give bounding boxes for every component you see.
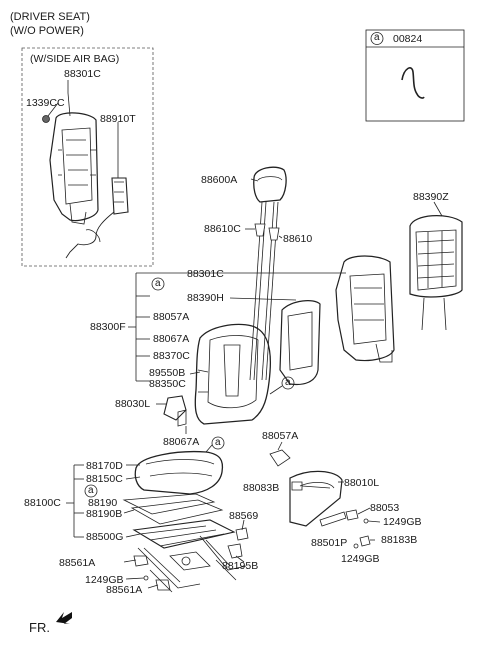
seat-cushion-cover: [134, 450, 224, 495]
part-label-88610C: 88610C: [204, 223, 241, 235]
part-label-88190: 88190: [88, 497, 118, 509]
header-line2: (W/O POWER): [10, 25, 84, 37]
part-label-88561A-left: 88561A: [59, 557, 96, 569]
part-label-1339CC: 1339CC: [26, 97, 65, 109]
seatback-board-88390Z: [409, 215, 463, 331]
headrest-guide-88610: [268, 227, 280, 241]
part-label-88370C: 88370C: [153, 350, 190, 362]
callout-a-back: [151, 277, 165, 291]
legend-marker: a: [374, 32, 380, 43]
callout-a-cover-label: a: [285, 377, 291, 388]
part-label-88569: 88569: [229, 510, 259, 522]
seatback-pad-88390H: [279, 300, 321, 386]
part-label-88150C: 88150C: [86, 473, 123, 485]
lever-88501P: [319, 511, 347, 527]
cushion-pad-88190: [122, 493, 216, 515]
callout-a-cushion: [211, 436, 225, 450]
part-label-89550B: 89550B: [149, 367, 186, 379]
part-label-88910T: 88910T: [100, 113, 136, 125]
track-bracket-88561A-left: [133, 555, 149, 567]
airbag-harness: [65, 211, 115, 259]
part-label-88301C: 88301C: [187, 268, 224, 280]
bolt-1339CC: [42, 115, 50, 123]
screw-1249GB-b: [353, 543, 359, 549]
legend-marker-circle: [370, 32, 384, 45]
header-line1: (DRIVER SEAT): [10, 11, 90, 23]
part-label-88561A-right: 88561A: [106, 584, 143, 596]
part-label-88030L: 88030L: [115, 398, 151, 410]
part-label-1249GB-a: 1249GB: [383, 516, 422, 528]
airbag-inset-box: [21, 47, 154, 267]
part-label-88600A: 88600A: [201, 174, 238, 186]
callout-a-cushion-label: a: [215, 437, 221, 448]
track-bracket-88561A-right: [155, 579, 171, 591]
screw-1249GB-a: [363, 518, 369, 524]
callout-a-bracket: [84, 484, 98, 498]
part-label-88390H: 88390H: [187, 292, 224, 304]
clip-wire-icon: [401, 67, 425, 99]
part-label-88183B: 88183B: [381, 534, 418, 546]
inset-title: (W/SIDE AIR BAG): [30, 53, 120, 65]
callout-a-back-label: a: [155, 278, 161, 289]
bracket-88067A: [177, 409, 187, 427]
part-label-88501P: 88501P: [311, 537, 348, 549]
front-direction-label: FR.: [29, 620, 50, 635]
cushion-pan-88190B: [130, 499, 224, 525]
inset-backframe-drawing: [49, 112, 99, 225]
seatback-cover: [194, 323, 272, 425]
clip-88053: [345, 509, 359, 521]
legend-box: [365, 29, 465, 122]
bracket-88057A-lower: [269, 449, 291, 467]
part-label-88067A-upper: 88067A: [153, 333, 190, 345]
knob-88083B: [291, 481, 303, 491]
part-label-88195B: 88195B: [222, 560, 259, 572]
recliner-88030L: [163, 395, 187, 421]
headrest-guide-88610C: [254, 223, 266, 237]
side-airbag-module: [111, 177, 129, 215]
callout-a-cover: [281, 376, 295, 390]
side-shield-88010L: [289, 470, 343, 527]
part-label-88610: 88610: [283, 233, 313, 245]
part-label-88010L: 88010L: [344, 477, 380, 489]
part-label-88350C: 88350C: [149, 378, 186, 390]
bracket-88195B: [227, 543, 243, 559]
part-label-88300F: 88300F: [90, 321, 126, 333]
part-label-88170D: 88170D: [86, 460, 123, 472]
part-label-88067A-lower: 88067A: [163, 436, 200, 448]
part-label-88053: 88053: [370, 502, 400, 514]
seatback-frame-88301C: [335, 255, 395, 363]
part-label-88190B: 88190B: [86, 508, 123, 520]
seat-track-assembly-88500G: [132, 519, 247, 593]
headrest: [253, 166, 287, 203]
part-label-1249GB-b: 1249GB: [341, 553, 380, 565]
part-label-88301C-inset: 88301C: [64, 68, 101, 80]
callout-a-bracket-label: a: [88, 485, 94, 496]
part-label-88083B: 88083B: [243, 482, 280, 494]
cap-88183B: [359, 535, 371, 547]
part-label-88057A-upper: 88057A: [153, 311, 190, 323]
part-label-88500G: 88500G: [86, 531, 124, 543]
bolt-1249GB-track: [143, 575, 149, 581]
part-label-88390Z: 88390Z: [413, 191, 449, 203]
legend-part-number: 00824: [393, 33, 423, 45]
part-label-88100C: 88100C: [24, 497, 61, 509]
part-label-1249GB-track: 1249GB: [85, 574, 124, 586]
front-direction-arrow: [56, 612, 72, 624]
part-label-88057A-lower: 88057A: [262, 430, 299, 442]
